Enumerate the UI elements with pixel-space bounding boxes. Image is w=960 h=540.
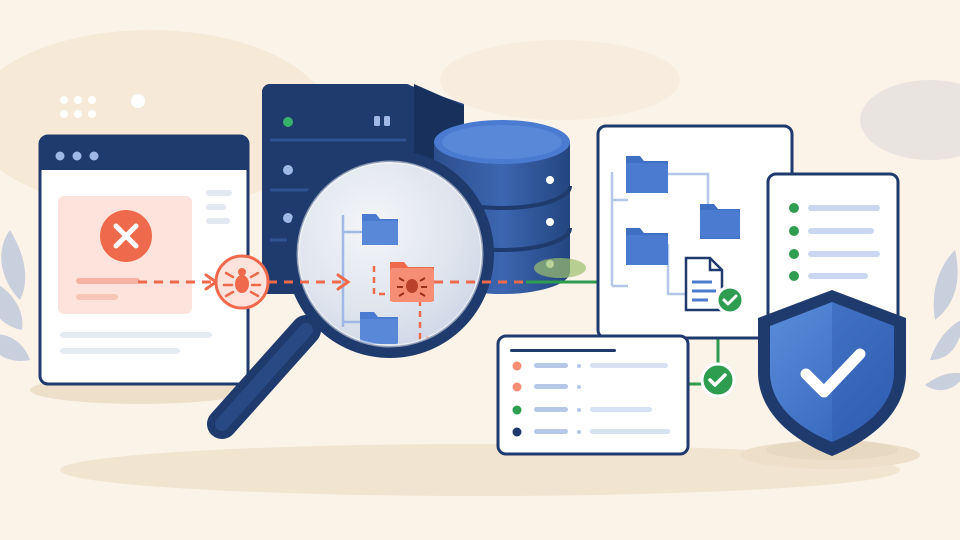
checklist-item — [789, 271, 868, 281]
log-entry — [512, 361, 668, 371]
checklist-item — [789, 226, 874, 236]
log-entry — [512, 382, 581, 392]
leaf-decor-left — [0, 230, 30, 361]
folder-icon — [362, 214, 398, 245]
dots-decor — [60, 94, 145, 118]
bug-folder-icon — [390, 262, 434, 302]
bug-icon — [214, 254, 270, 310]
folder-icon — [700, 204, 740, 239]
file-tree-panel — [596, 124, 794, 340]
log-entry — [512, 405, 652, 415]
checklist-document — [766, 172, 900, 328]
status-led — [283, 117, 293, 127]
folder-icon — [360, 312, 398, 344]
shield-check-icon — [758, 290, 906, 460]
check-circle-icon — [715, 285, 745, 315]
close-circle-icon — [100, 210, 152, 262]
log-list-panel — [496, 334, 736, 456]
database-icon — [432, 120, 586, 294]
folder-icon — [626, 156, 668, 193]
checklist-item — [789, 249, 880, 259]
folder-icon — [626, 228, 668, 265]
status-led — [283, 213, 293, 223]
checklist-item — [789, 203, 880, 213]
error-browser-window — [38, 134, 250, 386]
window-dot-icon — [89, 151, 99, 161]
log-entry — [512, 427, 670, 437]
status-led — [283, 165, 293, 175]
magnifying-glass-icon — [207, 150, 494, 439]
check-circle-icon — [700, 362, 736, 398]
leaf-decor-right — [925, 250, 960, 391]
bug-icon — [397, 277, 427, 297]
document-icon — [684, 256, 724, 312]
window-dot-icon — [55, 151, 65, 161]
window-dot-icon — [72, 151, 82, 161]
